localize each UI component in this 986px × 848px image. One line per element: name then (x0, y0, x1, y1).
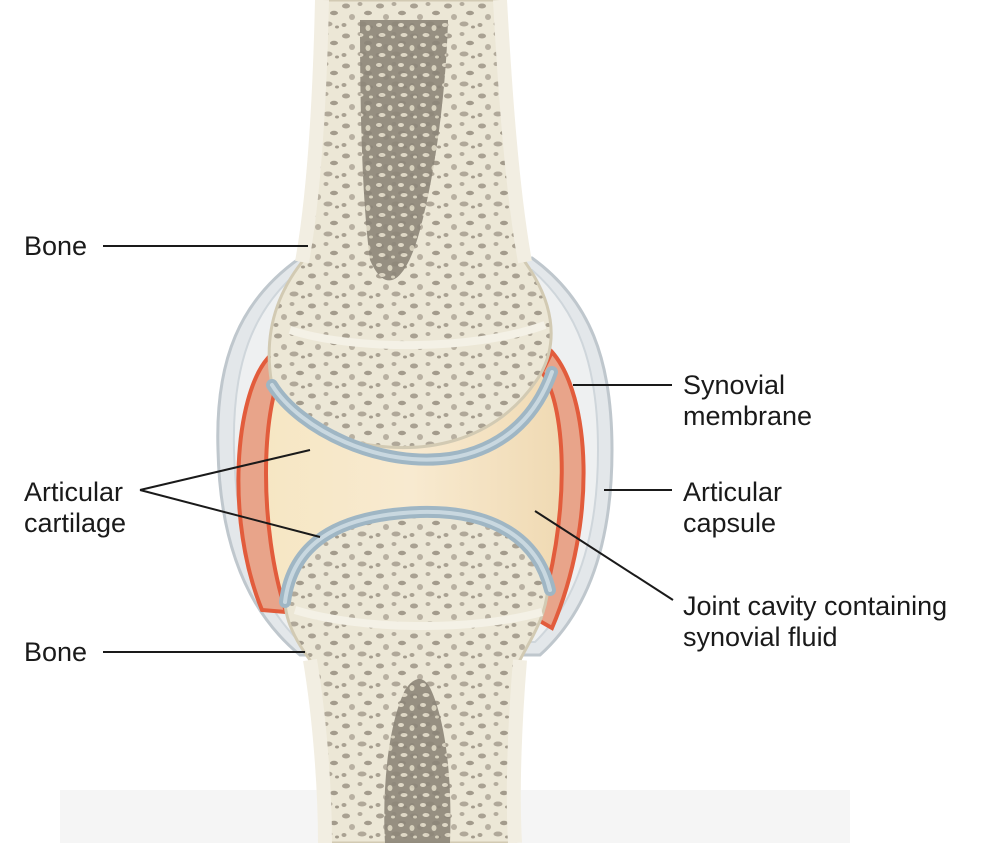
label-synovial-membrane-line2: membrane (683, 401, 812, 432)
label-synovial-membrane-line1: Synovial (683, 370, 785, 401)
label-articular-capsule-line1: Articular (683, 477, 782, 508)
label-joint-cavity-line2: synovial fluid (683, 622, 838, 653)
label-joint-cavity-line1: Joint cavity containing (683, 591, 947, 622)
label-articular-cartilage-line2: cartilage (24, 508, 126, 539)
label-bone-bottom: Bone (24, 637, 87, 668)
label-articular-capsule-line2: capsule (683, 508, 776, 539)
label-articular-cartilage-line1: Articular (24, 477, 123, 508)
label-bone-top: Bone (24, 231, 87, 262)
